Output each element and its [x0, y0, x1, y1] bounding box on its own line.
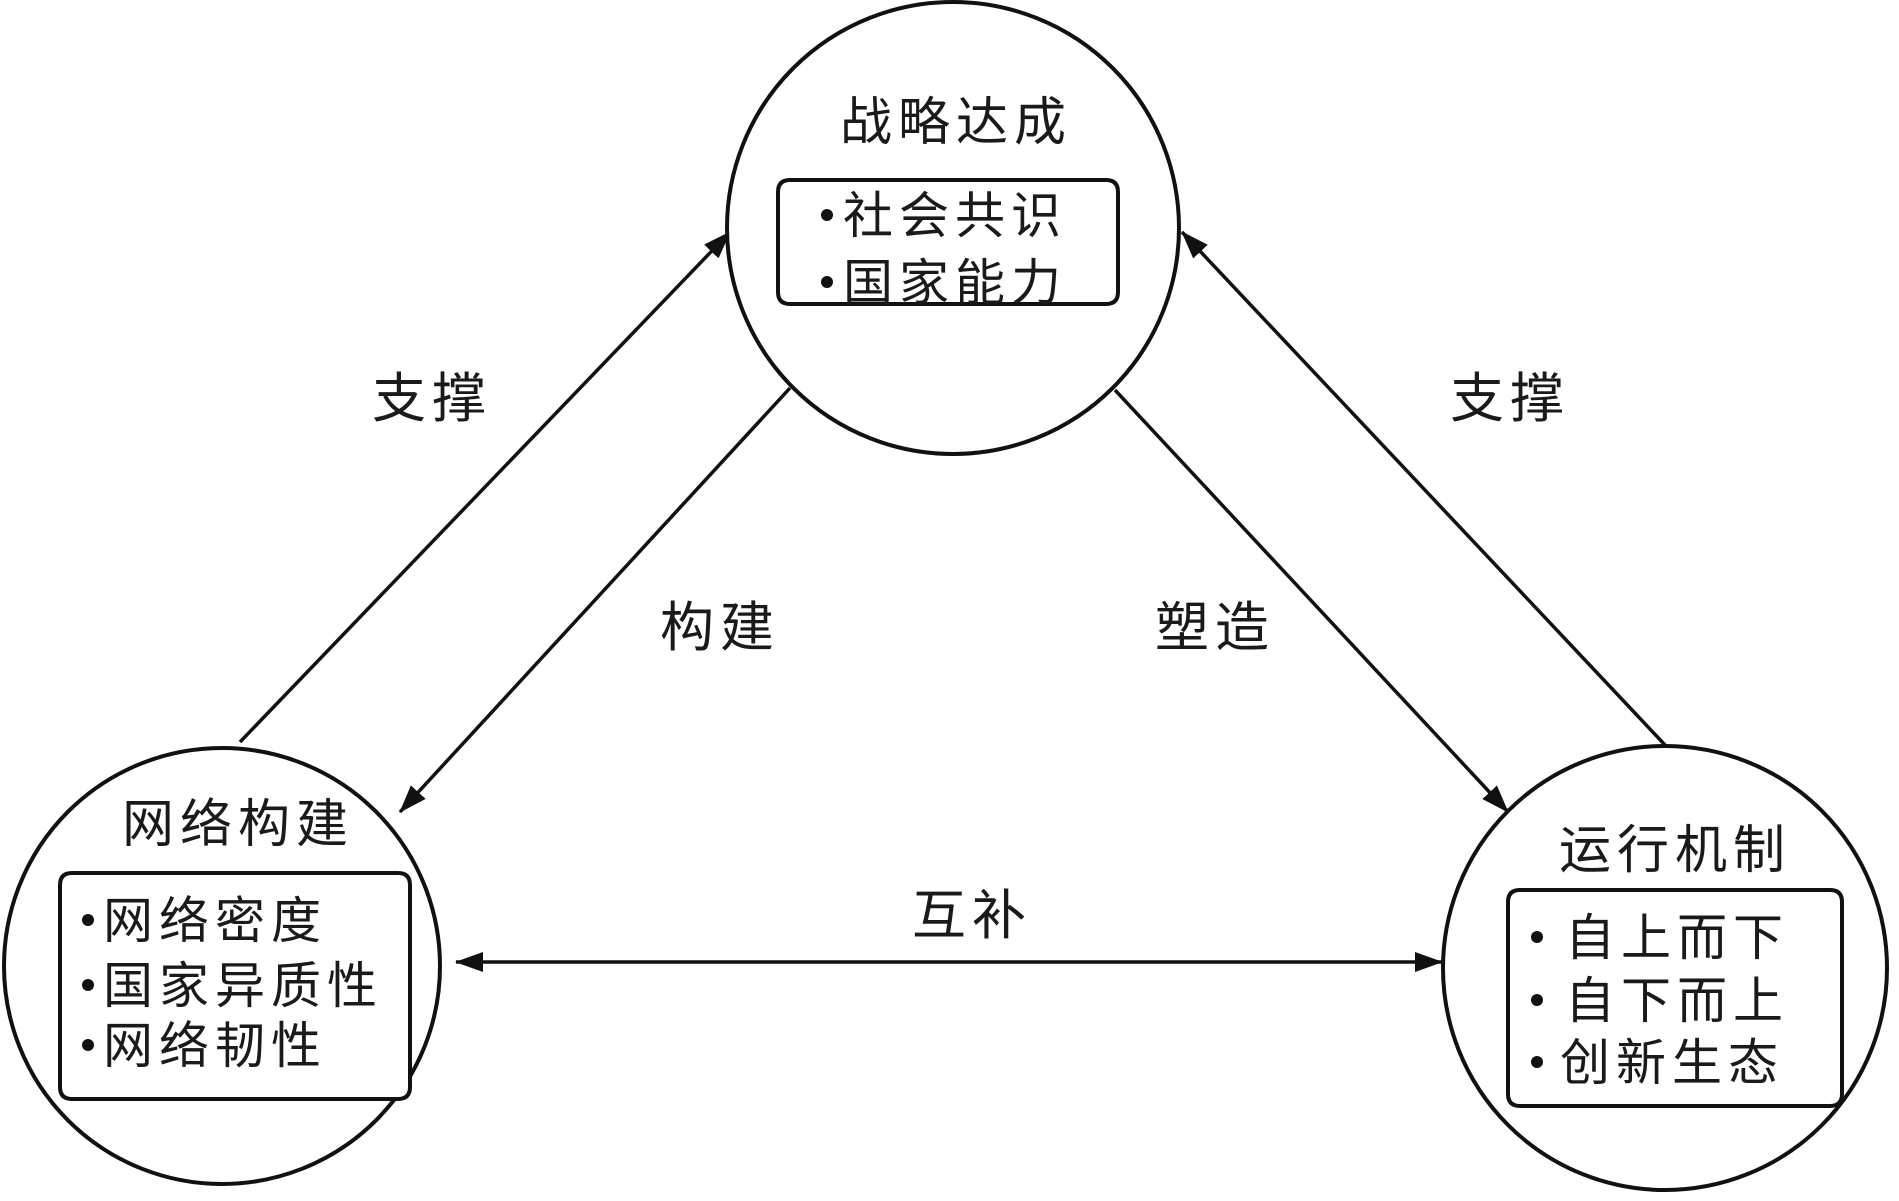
- node-mechanism-bullet-2: [1531, 994, 1543, 1006]
- node-network: 网络构建 网络密度 国家异质性 网络韧性: [2, 746, 442, 1186]
- edge-label-shape: 塑造: [1155, 596, 1275, 659]
- node-mechanism-item-3: 创新生态: [1560, 1034, 1784, 1092]
- node-network-item-1: 网络密度: [103, 892, 327, 950]
- node-strategy-item-1: 社会共识: [843, 187, 1067, 245]
- edge-label-support-left: 支撑: [372, 367, 492, 430]
- arrow-network-to-strategy: [238, 230, 732, 744]
- edge-label-complement: 互补: [912, 884, 1032, 947]
- node-network-item-2: 国家异质性: [103, 957, 383, 1015]
- node-mechanism-item-2: 自下而上: [1565, 972, 1789, 1030]
- node-network-bullet-2: [82, 979, 94, 991]
- arrow-strategy-to-network: [398, 386, 792, 814]
- node-network-bullet-3: [82, 1039, 94, 1051]
- node-mechanism-item-1: 自上而下: [1565, 909, 1789, 967]
- node-mechanism-bullet-1: [1531, 931, 1543, 943]
- node-strategy-bullet-2: [821, 276, 833, 288]
- edge-label-support-right: 支撑: [1450, 367, 1570, 430]
- node-strategy-box: [776, 178, 1120, 306]
- node-strategy-bullet-1: [821, 209, 833, 221]
- node-mechanism-box: [1506, 888, 1844, 1108]
- node-strategy-item-2: 国家能力: [843, 254, 1067, 312]
- node-network-bullet-1: [82, 914, 94, 926]
- node-mechanism-bullet-3: [1531, 1056, 1543, 1068]
- node-network-title: 网络构建: [122, 795, 354, 855]
- node-network-item-3: 网络韧性: [103, 1017, 327, 1075]
- node-mechanism-title: 运行机制: [1559, 821, 1791, 881]
- node-strategy-title: 战略达成: [840, 93, 1072, 153]
- arrow-mechanism-to-strategy: [1180, 230, 1667, 747]
- node-network-box: [58, 871, 412, 1101]
- arrow-strategy-to-mechanism: [1113, 388, 1510, 814]
- node-mechanism: 运行机制 自上而下 自下而上 创新生态: [1441, 744, 1889, 1192]
- edge-label-build: 构建: [660, 596, 780, 659]
- node-strategy: 战略达成 社会共识 国家能力: [725, 0, 1181, 456]
